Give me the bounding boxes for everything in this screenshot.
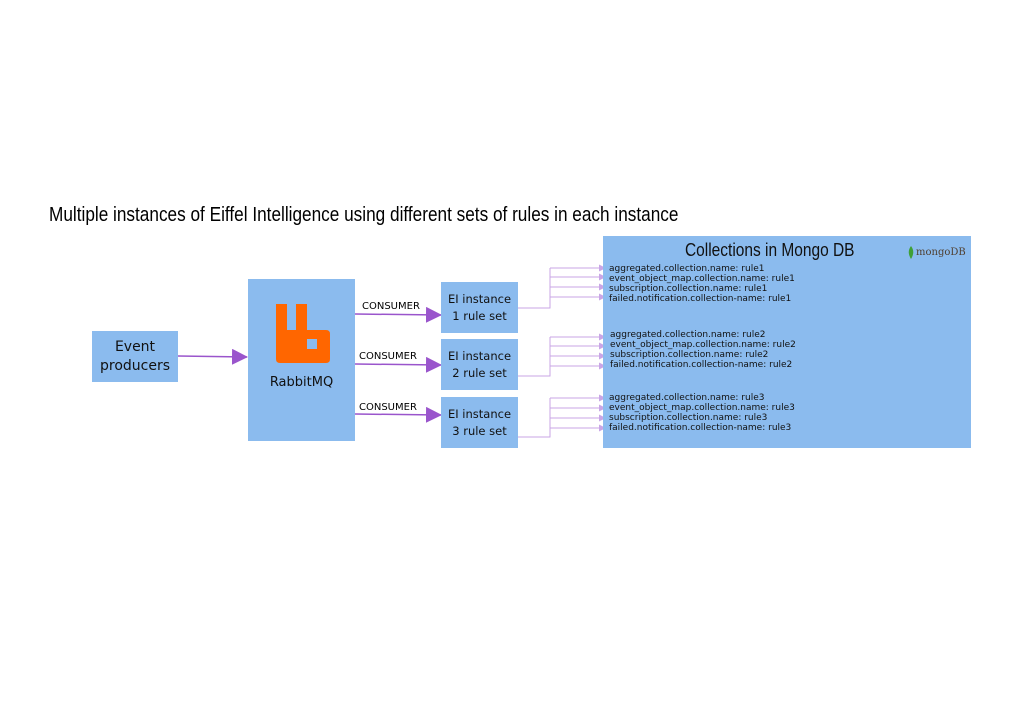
rabbitmq-label: RabbitMQ <box>269 375 334 390</box>
fanout-group-1 <box>518 264 606 309</box>
ei-instance-1-line2: 1 rule set <box>452 308 507 323</box>
rule-line: event_object_map.collection.name: rule1 <box>609 274 795 284</box>
rule-line: event_object_map.collection.name: rule2 <box>610 340 796 350</box>
rule-line: aggregated.collection.name: rule2 <box>610 330 766 340</box>
ei-instance-3-box: EI instance 3 rule set <box>441 397 518 448</box>
rule-group-1: aggregated.collection.name: rule1 event_… <box>609 264 795 304</box>
consumer-label-3: CONSUMER <box>359 402 417 413</box>
ei-instance-2-box: EI instance 2 rule set <box>441 339 518 390</box>
ei-instance-1-box: EI instance 1 rule set <box>441 282 518 333</box>
ei-instance-2-line2: 2 rule set <box>452 365 507 380</box>
rule-line: aggregated.collection.name: rule1 <box>609 264 765 274</box>
rule-line: subscription.collection.name: rule1 <box>609 284 768 294</box>
rule-line: aggregated.collection.name: rule3 <box>609 393 765 403</box>
diagram-title: Multiple instances of Eiffel Intelligenc… <box>49 204 679 226</box>
ei-instance-2-line1: EI instance <box>447 348 512 363</box>
ei-instance-3-line2: 3 rule set <box>452 423 507 438</box>
fanout-group-2 <box>518 333 606 377</box>
rule-line: event_object_map.collection.name: rule3 <box>609 403 795 413</box>
rule-group-2: aggregated.collection.name: rule2 event_… <box>610 330 796 370</box>
mongodb-title: Collections in Mongo DB <box>685 240 855 260</box>
event-producers-line2: producers <box>99 357 171 374</box>
consumer-label-1: CONSUMER <box>362 301 420 312</box>
mongodb-collections-box: Collections in Mongo DB mongoDB aggregat… <box>603 236 971 448</box>
rule-line: failed.notification.collection-name: rul… <box>609 423 792 433</box>
consumer-arrow-1 <box>354 306 442 323</box>
rule-group-3: aggregated.collection.name: rule3 event_… <box>609 393 795 433</box>
fanout-group-3 <box>518 394 606 438</box>
consumer-label-2: CONSUMER <box>359 351 417 362</box>
consumer-arrow-3 <box>354 406 442 423</box>
event-producers-line1: Event <box>114 338 156 355</box>
producers-to-rabbitmq-arrow <box>177 348 248 365</box>
mongodb-logo: mongoDB <box>908 246 966 259</box>
rabbitmq-logo-icon <box>276 304 330 363</box>
consumer-arrow-2 <box>354 356 442 373</box>
ei-instance-3-line1: EI instance <box>447 406 512 421</box>
rule-line: failed.notification.collection-name: rul… <box>610 360 793 370</box>
rule-line: subscription.collection.name: rule2 <box>610 350 769 360</box>
event-producers-box: Event producers <box>92 331 178 382</box>
ei-instance-1-line1: EI instance <box>447 291 512 306</box>
mongodb-logo-text: mongoDB <box>916 247 966 258</box>
rule-line: failed.notification.collection-name: rul… <box>609 294 792 304</box>
rule-line: subscription.collection.name: rule3 <box>609 413 768 423</box>
rabbitmq-box: RabbitMQ <box>248 279 355 441</box>
mongodb-leaf-icon <box>908 246 914 259</box>
